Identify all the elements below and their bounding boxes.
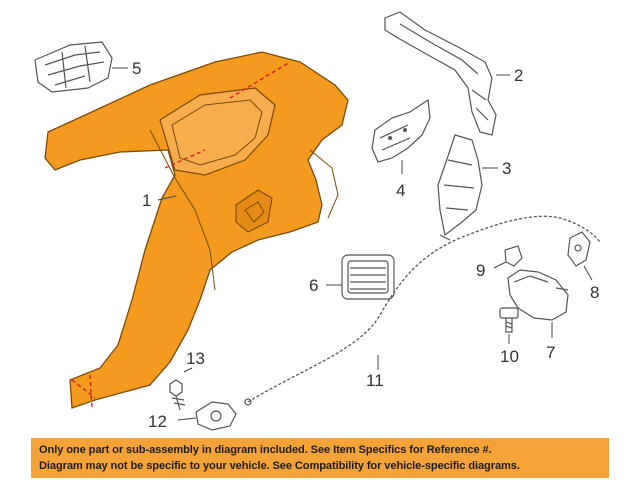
callout-3: 3: [502, 159, 511, 178]
callout-6: 6: [309, 276, 318, 295]
bracket-part-4[interactable]: [371, 98, 431, 163]
reinforcement-part-5[interactable]: [34, 41, 113, 93]
callout-1: 1: [142, 191, 151, 210]
callout-5: 5: [132, 59, 141, 78]
callout-9: 9: [476, 261, 485, 280]
parts-diagram: 1 5 2 4 3 6 11: [34, 11, 601, 431]
screw-part-10[interactable]: [499, 307, 519, 333]
clip-part-9[interactable]: [504, 245, 523, 267]
inner-panel-part-2[interactable]: [384, 11, 497, 136]
callout-12: 12: [148, 412, 167, 431]
banner-line-1: Only one part or sub-assembly in diagram…: [39, 444, 492, 456]
callout-4: 4: [396, 181, 405, 200]
actuator-part-8[interactable]: [567, 231, 591, 267]
callout-11: 11: [366, 371, 384, 390]
release-cable-part-11[interactable]: [244, 215, 601, 406]
callout-13: 13: [186, 349, 205, 368]
callout-8: 8: [590, 283, 599, 302]
callout-7: 7: [546, 343, 555, 362]
bracket-part-3[interactable]: [437, 134, 483, 241]
banner-line-2: Diagram may not be specific to your vehi…: [39, 460, 520, 472]
callout-2: 2: [514, 66, 523, 85]
bolt-part-13[interactable]: [169, 379, 186, 411]
callout-10: 10: [500, 347, 519, 366]
disclaimer-banner: Only one part or sub-assembly in diagram…: [31, 438, 609, 478]
fuel-door-part-7[interactable]: [507, 269, 569, 321]
vent-part-6[interactable]: [341, 254, 395, 300]
quarter-panel-part[interactable]: [44, 51, 349, 409]
housing-part-12[interactable]: [195, 401, 237, 431]
